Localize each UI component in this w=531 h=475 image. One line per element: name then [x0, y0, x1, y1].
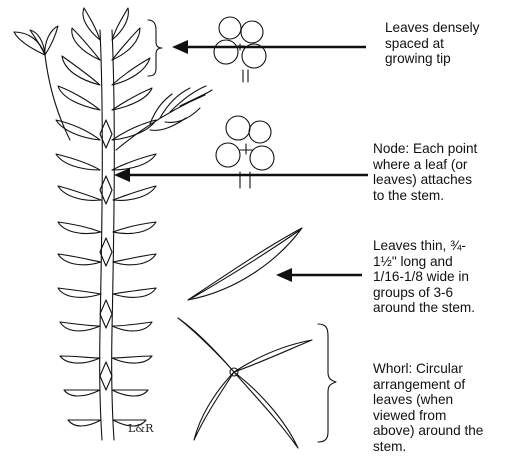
artist-signature: L&R	[128, 422, 153, 435]
stem-leaves-right	[112, 8, 156, 426]
label-leaf-size: Leaves thin, ¾- 1½" long and 1/16-1/8 wi…	[373, 238, 529, 316]
arrow-growing-tip	[172, 40, 366, 54]
main-stem-edge	[112, 30, 115, 440]
flower-stalk	[45, 55, 70, 140]
stem-leaves-left	[56, 8, 101, 426]
flower-left	[14, 26, 58, 55]
arrow-leaf	[276, 268, 362, 282]
label-whorl: Whorl: Circular arrangement of leaves (w…	[373, 361, 529, 455]
arrow-node	[114, 168, 368, 182]
label-growing-tip: Leaves densely spaced at growing tip	[385, 20, 525, 67]
single-leaf	[188, 228, 302, 300]
bracket-whorl	[318, 324, 336, 442]
flower-middle	[216, 116, 274, 188]
bracket-tip	[148, 20, 162, 76]
flower-top	[214, 17, 266, 82]
leaf-whorl	[178, 318, 312, 448]
side-branch	[116, 86, 212, 150]
label-node: Node: Each point where a leaf (or leaves…	[373, 141, 529, 203]
arrows	[114, 40, 368, 282]
